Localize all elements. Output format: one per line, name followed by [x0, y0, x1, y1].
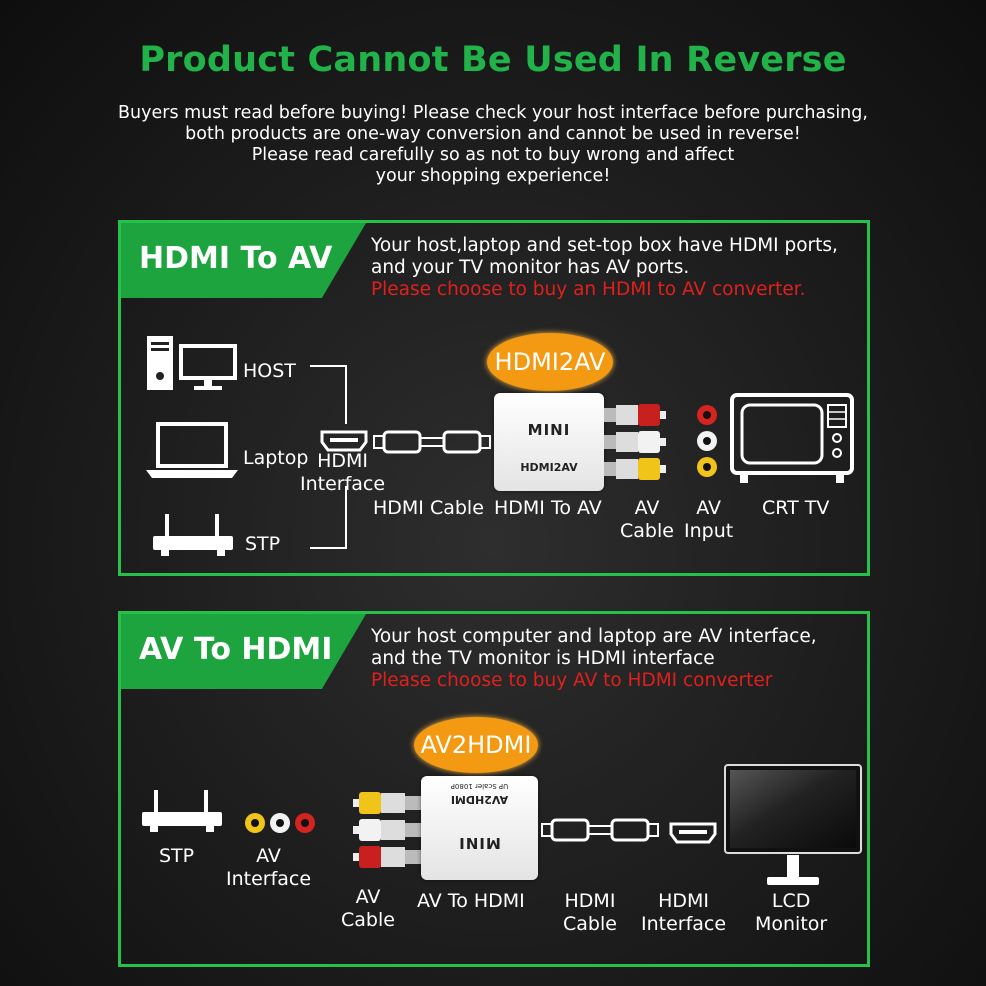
desc-line: Your host computer and laptop are AV int… [371, 626, 817, 647]
hdmi2av-converter: MINI HDMI2AV [494, 393, 604, 491]
lcd-monitor-icon [723, 763, 863, 893]
converter-label: AV To HDMI [417, 890, 525, 912]
crt-tv-icon [730, 393, 856, 487]
converter-label: HDMI To AV [494, 497, 602, 519]
desc-line: Your host,laptop and set-top box have HD… [371, 235, 838, 256]
hdmi-to-av-panel: HDMI To AV Your host,laptop and set-top … [118, 220, 870, 576]
label-line: HDMI [564, 890, 616, 912]
intro-line: your shopping experience! [375, 166, 611, 186]
intro-text: Buyers must read before buying! Please c… [0, 103, 986, 187]
hdmi-port-icon [669, 822, 717, 844]
hdmi-interface-label: HDMI Interface [641, 890, 726, 936]
av-cable-icon [353, 790, 423, 868]
label-line: Cable [620, 520, 674, 542]
av-to-hdmi-panel: AV To HDMI Your host computer and laptop… [118, 611, 870, 967]
intro-line: both products are one-way conversion and… [185, 124, 801, 144]
lcd-monitor-label: LCD Monitor [755, 890, 827, 936]
desc-warning: Please choose to buy an HDMI to AV conve… [371, 279, 806, 300]
hdmi-interface-label: HDMI Interface [300, 450, 385, 496]
hdmi-cable-label: HDMI Cable [563, 890, 617, 936]
av-cable-label: AV Cable [341, 886, 395, 932]
label-line: AV [696, 497, 721, 519]
desc-line: and the TV monitor is HDMI interface [371, 648, 715, 669]
device-brand: MINI [527, 421, 571, 439]
host-computer-icon [146, 334, 238, 392]
device-subtitle: UP Scaler 1080P [450, 782, 509, 790]
label-line: Cable [563, 913, 617, 935]
laptop-label: Laptop [243, 447, 309, 469]
desc-line: and your TV monitor has AV ports. [371, 257, 690, 278]
hdmi-cable-icon [540, 816, 660, 844]
section-banner-title: HDMI To AV [139, 241, 333, 276]
section-description: Your host computer and laptop are AV int… [371, 626, 817, 692]
av-interface-label: AV Interface [226, 845, 311, 891]
hdmi-port-icon [320, 430, 368, 452]
section-banner-title: AV To HDMI [139, 632, 333, 667]
av-cable-label: AV Cable [620, 497, 674, 543]
hdmi-cable-label: HDMI Cable [373, 497, 484, 519]
label-line: Interface [300, 473, 386, 495]
label-line: AV [355, 886, 381, 908]
device-brand: MINI [458, 834, 501, 852]
stp-label: STP [159, 845, 195, 867]
connection-bracket [300, 364, 360, 554]
av-input-label: AV Input [684, 497, 733, 543]
intro-line: Please read carefully so as not to buy w… [251, 145, 735, 165]
label-line: LCD [771, 890, 811, 912]
hdmi-cable-icon [372, 428, 492, 456]
av-interface-jacks-icon [243, 811, 317, 835]
label-line: Cable [341, 909, 395, 931]
label-line: Monitor [755, 913, 828, 935]
set-top-box-icon [151, 514, 235, 558]
product-badge: HDMI2AV [487, 333, 613, 391]
desc-warning: Please choose to buy AV to HDMI converte… [371, 670, 773, 691]
label-line: Interface [226, 868, 312, 890]
device-model: AV2HDMI [450, 793, 509, 806]
host-label: HOST [243, 360, 296, 382]
device-model: HDMI2AV [520, 461, 578, 474]
label-line: HDMI [317, 450, 368, 472]
label-line: Interface [641, 913, 727, 935]
label-line: Input [684, 520, 734, 542]
stp-label: STP [245, 533, 281, 555]
av-input-jacks-icon [695, 403, 719, 479]
product-badge: AV2HDMI [414, 717, 538, 773]
label-line: HDMI [658, 890, 709, 912]
label-line: AV [256, 845, 281, 867]
laptop-icon [142, 422, 242, 480]
section-banner [121, 223, 366, 298]
crt-tv-label: CRT TV [762, 497, 830, 519]
label-line: AV [634, 497, 660, 519]
av-cable-icon [604, 402, 666, 480]
section-description: Your host,laptop and set-top box have HD… [371, 235, 838, 301]
set-top-box-icon [140, 790, 224, 834]
section-banner [121, 614, 366, 689]
page-title: Product Cannot Be Used In Reverse [139, 40, 847, 80]
av2hdmi-converter: UP Scaler 1080P AV2HDMI MINI [421, 776, 538, 880]
intro-line: Buyers must read before buying! Please c… [118, 103, 868, 123]
